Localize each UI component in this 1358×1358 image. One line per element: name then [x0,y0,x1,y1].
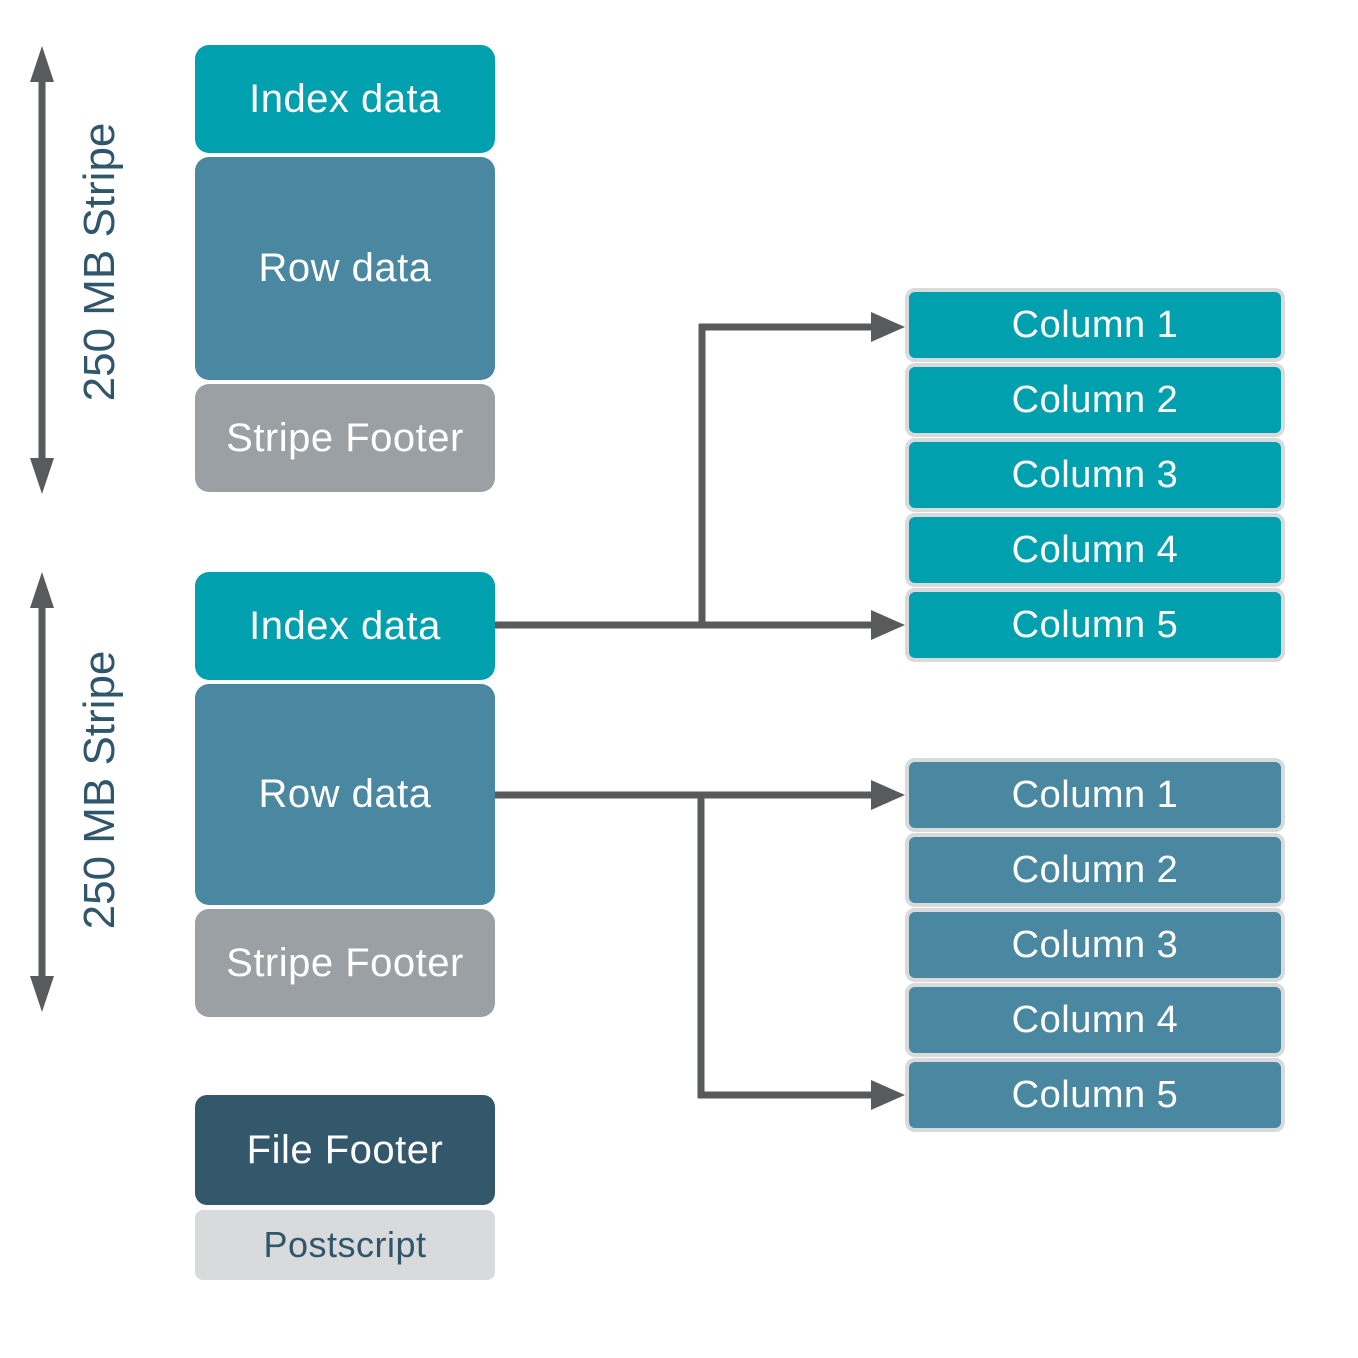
index-column-1: Column 1 [905,288,1285,362]
stripe1-arrow-up-icon [30,46,54,82]
file-footer-block: File Footer [195,1095,495,1205]
stripe1-stripe-footer-block: Stripe Footer [195,384,495,492]
rowdata-column-3: Column 3 [905,908,1285,982]
rowdata-column-5: Column 5 [905,1058,1285,1132]
index-column-3: Column 3 [905,438,1285,512]
stripe2-stripe-footer-block: Stripe Footer [195,909,495,1017]
stripe1-size-label: 250 MB Stripe [75,122,124,402]
index-column-2: Column 2 [905,363,1285,437]
stripe2-arrow-down-icon [30,976,54,1012]
index-column-5: Column 5 [905,588,1285,662]
postscript-block: Postscript [195,1210,495,1280]
index-data-column-group: Column 1 Column 2 Column 3 Column 4 Colu… [905,288,1285,663]
stripe1-index-data-block: Index data [195,45,495,153]
stripe2-index-data-block: Index data [195,572,495,680]
index-column-4: Column 4 [905,513,1285,587]
stripe1-arrow-down-icon [30,458,54,494]
rowdata-column-2: Column 2 [905,833,1285,907]
stripe2-arrow-up-icon [30,572,54,608]
rowdata-column-1: Column 1 [905,758,1285,832]
row-data-column-group: Column 1 Column 2 Column 3 Column 4 Colu… [905,758,1285,1133]
stripe2-row-data-block: Row data [195,684,495,905]
arrowhead-index-column5-icon [871,610,905,640]
arrowhead-rowdata-column1-icon [871,780,905,810]
arrowhead-index-column1-icon [871,312,905,342]
rowdata-column-4: Column 4 [905,983,1285,1057]
stripe2-size-label: 250 MB Stripe [75,650,124,930]
stripe1-row-data-block: Row data [195,157,495,380]
arrowhead-rowdata-column5-icon [871,1080,905,1110]
